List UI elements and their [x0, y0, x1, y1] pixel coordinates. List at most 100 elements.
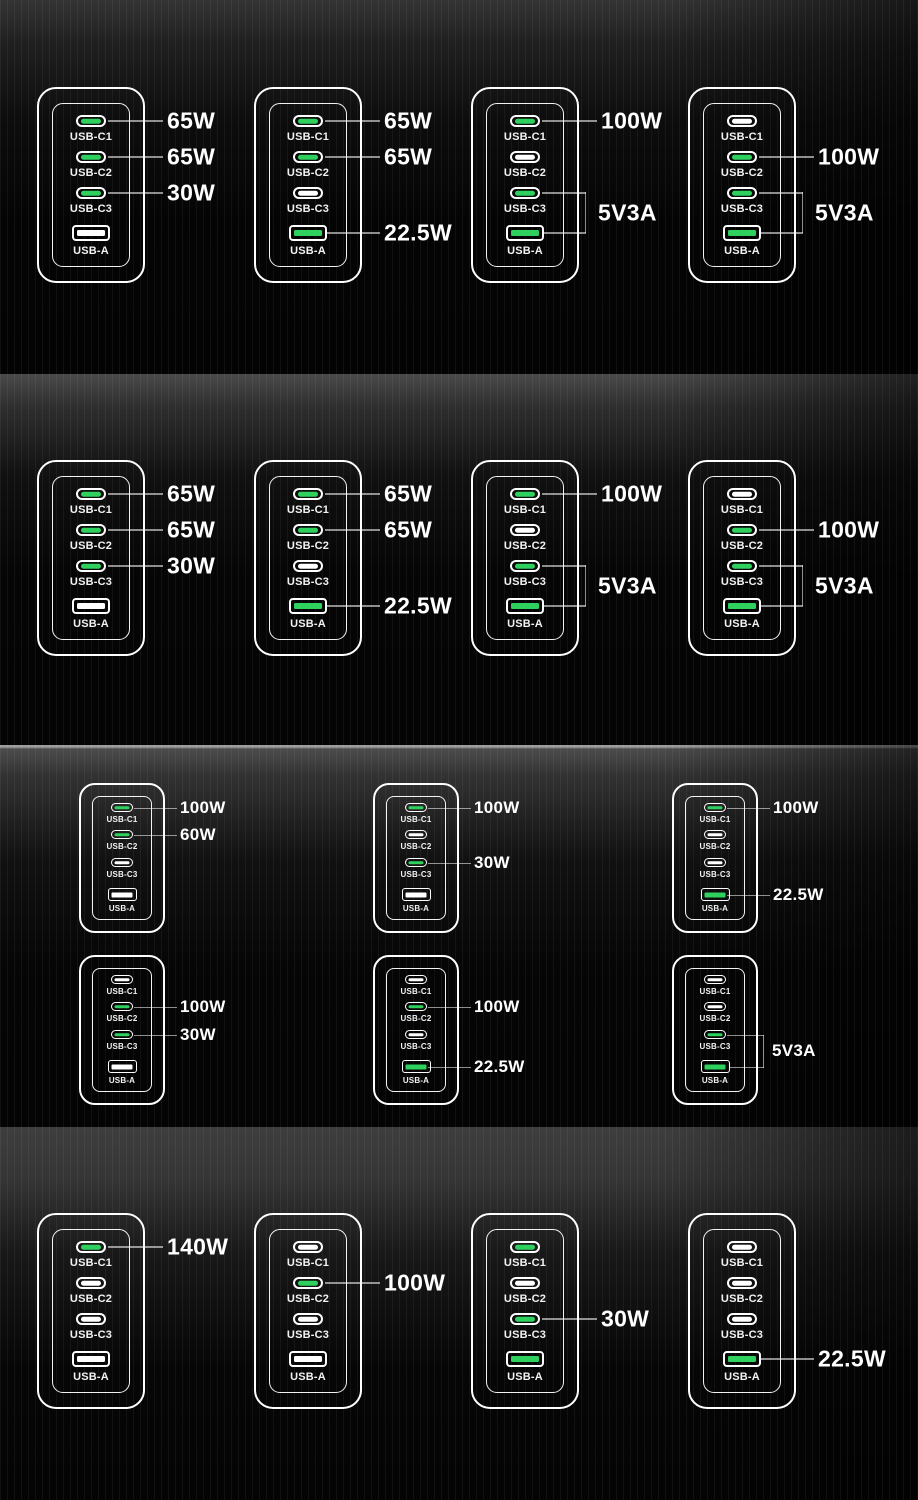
watt-label: 22.5W	[474, 1057, 525, 1076]
charger-panel	[685, 796, 745, 920]
port-label: USB-C2	[69, 1293, 113, 1305]
usb-a-port	[723, 1351, 761, 1367]
watt-label: 100W	[384, 1269, 446, 1296]
usb-c-port	[76, 1241, 106, 1253]
port-group: USB-C3	[688, 187, 796, 215]
charger-panel	[685, 968, 745, 1092]
port-group: USB-C3	[37, 560, 145, 588]
charger-body	[688, 87, 796, 283]
port-group: USB-C1	[471, 488, 579, 516]
watt-label: 65W	[384, 143, 433, 170]
bracket-line	[544, 605, 586, 607]
leader-line	[134, 1034, 177, 1036]
port-label: USB-A	[290, 245, 326, 257]
port-label: USB-C3	[503, 1329, 547, 1341]
port-pin	[298, 1316, 318, 1322]
port-group: USB-C3	[254, 187, 362, 215]
port-group: USB-C1	[688, 1241, 796, 1269]
leader-line	[108, 529, 163, 531]
usb-a-port	[506, 598, 544, 614]
port-pin	[405, 1064, 427, 1069]
usb-c-port	[405, 1002, 427, 1011]
port-group: USB-C3	[471, 560, 579, 588]
watt-label: 65W	[167, 143, 216, 170]
port-label: USB-C3	[400, 870, 432, 879]
port-group: USB-A	[373, 1060, 459, 1085]
port-label: USB-C2	[699, 842, 731, 851]
watt-label: 100W	[601, 107, 663, 134]
charger-panel	[703, 476, 781, 640]
charger-body	[373, 955, 459, 1105]
port-pin	[511, 1356, 539, 1362]
port-label: USB-C2	[720, 1293, 764, 1305]
watt-label: 65W	[167, 480, 216, 507]
port-label: USB-A	[701, 904, 729, 913]
watt-label: 22.5W	[384, 592, 452, 619]
usb-c-port	[727, 524, 757, 536]
port-pin	[81, 1280, 101, 1286]
leader-line	[428, 807, 471, 809]
usb-c-port	[510, 1241, 540, 1253]
usb-c-port	[510, 187, 540, 199]
port-pin	[298, 1244, 318, 1250]
port-pin	[515, 1316, 535, 1322]
port-pin	[707, 977, 723, 982]
usb-c-port	[727, 488, 757, 500]
port-label: USB-C3	[69, 576, 113, 588]
port-group: USB-C1	[37, 488, 145, 516]
port-group: USB-A	[471, 1351, 579, 1383]
port-group: USB-A	[688, 598, 796, 630]
port-pin	[298, 491, 318, 497]
port-group: USB-C2	[254, 1277, 362, 1305]
usb-c-port	[111, 803, 133, 812]
leader-line	[134, 1006, 177, 1008]
leader-line	[108, 120, 163, 122]
bracket-line	[801, 192, 803, 233]
port-pin	[298, 1280, 318, 1286]
usb-a-port	[401, 1060, 431, 1073]
port-pin	[81, 527, 101, 533]
usb-c-port	[405, 858, 427, 867]
leader-line	[759, 1358, 814, 1360]
usb-c-port	[76, 115, 106, 127]
port-label: USB-C3	[503, 203, 547, 215]
port-pin	[707, 805, 723, 810]
charger-panel	[92, 796, 152, 920]
port-group: USB-C1	[373, 803, 459, 824]
watt-label: 5V3A	[598, 199, 657, 226]
port-label: USB-C1	[286, 504, 330, 516]
usb-c-port	[293, 187, 323, 199]
port-label: USB-A	[73, 618, 109, 630]
port-label: USB-A	[73, 245, 109, 257]
usb-a-port	[72, 1351, 110, 1367]
port-group: USB-A	[373, 888, 459, 913]
port-pin	[405, 892, 427, 897]
port-group: USB-C2	[471, 524, 579, 552]
port-group: USB-C3	[672, 1030, 758, 1051]
charger-body	[254, 87, 362, 283]
charger-panel	[386, 796, 446, 920]
port-group: USB-C1	[79, 803, 165, 824]
usb-c-port	[405, 1030, 427, 1039]
port-group: USB-C2	[672, 830, 758, 851]
port-label: USB-C1	[69, 131, 113, 143]
leader-line	[134, 834, 177, 836]
port-label: USB-C1	[69, 1257, 113, 1269]
charger-body	[254, 460, 362, 656]
leader-line	[727, 807, 770, 809]
port-pin	[298, 118, 318, 124]
bracket-line	[544, 232, 586, 234]
port-group: USB-C3	[79, 1030, 165, 1051]
leader-line	[542, 120, 597, 122]
port-pin	[732, 527, 752, 533]
usb-c-port	[405, 803, 427, 812]
port-group: USB-A	[79, 1060, 165, 1085]
port-pin	[294, 1356, 322, 1362]
